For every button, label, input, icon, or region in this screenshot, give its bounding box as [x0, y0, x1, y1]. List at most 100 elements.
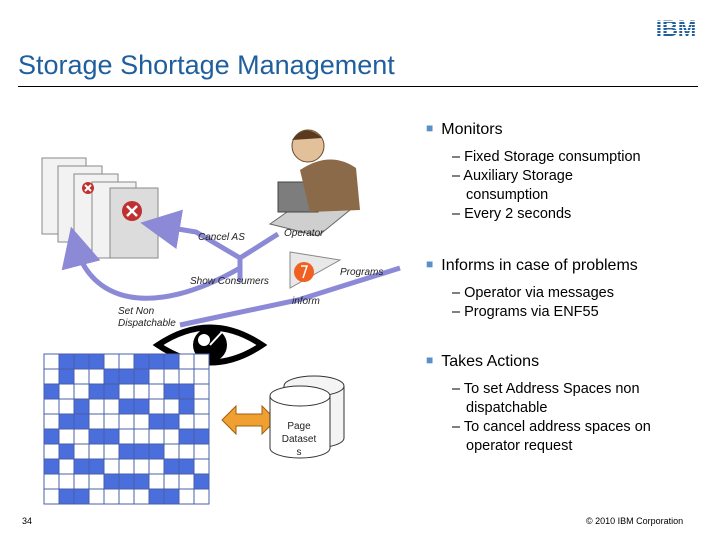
storage-grid-cell [43, 443, 60, 460]
storage-grid-cell [103, 443, 120, 460]
storage-grid-cell [193, 458, 210, 475]
storage-grid-cell [43, 353, 60, 370]
storage-grid-cell [118, 473, 135, 490]
storage-grid-cell [148, 383, 165, 400]
storage-grid-cell [43, 458, 60, 475]
storage-grid-cell [118, 458, 135, 475]
storage-grid-cell [43, 428, 60, 445]
storage-grid-cell [133, 353, 150, 370]
storage-grid-cell [88, 353, 105, 370]
storage-grid-cell [88, 443, 105, 460]
storage-grid-cell [148, 353, 165, 370]
bullet-square-icon: ■ [426, 257, 434, 271]
storage-grid-cell [178, 413, 195, 430]
storage-grid-cell [118, 353, 135, 370]
storage-grid-cell [178, 473, 195, 490]
storage-grid-cell [103, 458, 120, 475]
storage-grid-cell [43, 413, 60, 430]
storage-grid-cell [73, 398, 90, 415]
storage-grid-cell [103, 488, 120, 505]
storage-grid-cell [88, 488, 105, 505]
bullet-section-monitors: ■Monitors – Fixed Storage consumption – … [426, 121, 706, 224]
storage-grid-cell [163, 473, 180, 490]
storage-grid-cell [58, 368, 75, 385]
storage-grid-cell [163, 383, 180, 400]
storage-grid-cell [58, 458, 75, 475]
storage-grid-cell [103, 473, 120, 490]
slide-title: Storage Shortage Management [18, 50, 395, 80]
storage-grid-cell [88, 368, 105, 385]
storage-grid-cell [43, 368, 60, 385]
bullet-heading: ■Informs in case of problems [426, 257, 638, 274]
storage-grid-cell [193, 428, 210, 445]
bullet-square-icon: ■ [426, 353, 434, 367]
page-dataset-cylinders [269, 375, 345, 459]
svg-text:IBM: IBM [656, 16, 696, 40]
storage-grid-cell [43, 488, 60, 505]
bullet-subitem: – Fixed Storage consumption [452, 149, 641, 165]
storage-grid-cell [133, 413, 150, 430]
storage-grid-cell [58, 383, 75, 400]
storage-grid-cell [133, 368, 150, 385]
storage-grid-cell [73, 413, 90, 430]
inform-label: inform [292, 296, 320, 307]
address-space-windows [41, 157, 159, 259]
storage-grid-cell [58, 473, 75, 490]
storage-grid-cell [118, 488, 135, 505]
storage-grid-cell [103, 428, 120, 445]
storage-grid-cell [163, 398, 180, 415]
storage-grid-cell [118, 383, 135, 400]
storage-grid-cell [88, 428, 105, 445]
storage-grid-cell [133, 488, 150, 505]
storage-grid-cell [163, 428, 180, 445]
storage-grid-cell [193, 398, 210, 415]
storage-grid-cell [73, 443, 90, 460]
storage-grid-cell [178, 398, 195, 415]
storage-grid-cell [88, 383, 105, 400]
storage-grid-cell [103, 383, 120, 400]
storage-grid-cell [178, 383, 195, 400]
storage-grid-cell [103, 368, 120, 385]
bullet-subitem: – To set Address Spaces non dispatchable [452, 381, 640, 416]
storage-grid-cell [148, 413, 165, 430]
bullet-square-icon: ■ [426, 121, 434, 135]
storage-grid-cell [193, 383, 210, 400]
storage-grid-cell [73, 353, 90, 370]
set-non-dispatchable-label: Set Non Dispatchable [118, 306, 176, 329]
bullet-heading: ■Takes Actions [426, 353, 540, 370]
storage-grid-cell [73, 488, 90, 505]
storage-grid-cell [88, 398, 105, 415]
storage-grid-cell [178, 443, 195, 460]
storage-grid-cell [88, 413, 105, 430]
storage-grid-cell [148, 398, 165, 415]
storage-grid-cell [193, 353, 210, 370]
storage-grid-cell [103, 398, 120, 415]
storage-grid-cell [43, 398, 60, 415]
operator-icon [268, 129, 360, 237]
storage-grid-cell [43, 383, 60, 400]
cancel-as-label: Cancel AS [198, 232, 245, 243]
storage-grid-cell [133, 428, 150, 445]
storage-grid-cell [73, 383, 90, 400]
storage-grid-cell [163, 443, 180, 460]
storage-grid-cell [163, 368, 180, 385]
storage-grid-cell [103, 353, 120, 370]
storage-grid-cell [163, 488, 180, 505]
storage-grid-cell [118, 413, 135, 430]
storage-grid-cell [88, 473, 105, 490]
action-arrows [61, 209, 401, 328]
storage-grid-cell [58, 413, 75, 430]
storage-grid-cell [178, 488, 195, 505]
storage-grid-cell [193, 443, 210, 460]
storage-grid-cell [148, 488, 165, 505]
ibm-logo: IBM [656, 16, 696, 40]
storage-grid-cell [58, 443, 75, 460]
storage-grid-cell [133, 443, 150, 460]
storage-grid-cell [163, 413, 180, 430]
storage-grid-cell [58, 488, 75, 505]
storage-grid-cell [58, 353, 75, 370]
storage-grid-cell [148, 368, 165, 385]
storage-grid [43, 353, 210, 505]
storage-grid-cell [148, 473, 165, 490]
bullet-section-actions: ■Takes Actions – To set Address Spaces n… [426, 353, 706, 456]
